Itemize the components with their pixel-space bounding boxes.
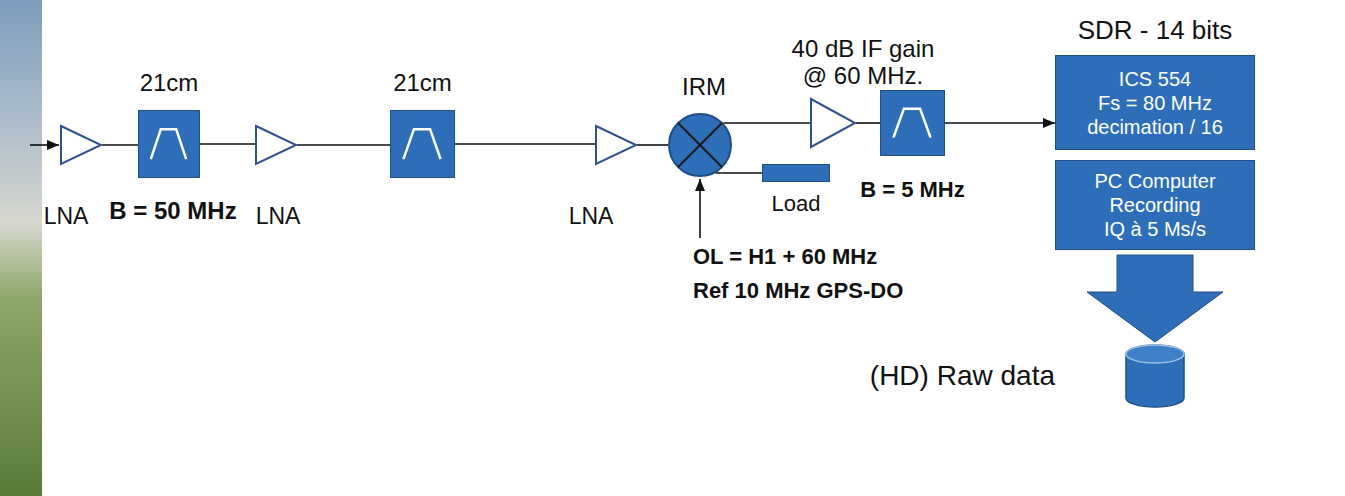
bandpass-filter: 21cmB = 50 MHz (138, 110, 200, 178)
local-oscillator-arrow (699, 179, 701, 238)
box-text: PC Computer (1094, 169, 1215, 193)
amplifier-triangle: LNA (60, 125, 102, 165)
disk-top (1126, 345, 1184, 363)
amplifier-triangle: LNA (255, 125, 297, 165)
amplifier-outline (596, 126, 636, 164)
signal-line (297, 144, 390, 146)
filter-outline (139, 111, 201, 179)
mixer-label: IRM (682, 73, 726, 101)
box-content: PC ComputerRecordingIQ à 5 Ms/s (1056, 161, 1254, 249)
cyl-outline (1125, 345, 1185, 407)
oscillator-note: OL = H1 + 60 MHz (693, 244, 877, 269)
amplifier-outline (61, 126, 101, 164)
filter-band: 21cm (393, 69, 452, 97)
amplifier-label: LNA (44, 203, 89, 229)
bandpass-filter: B = 5 MHz (880, 90, 945, 156)
storage-label: (HD) Raw data (870, 360, 1055, 392)
block-arrow (1087, 255, 1223, 342)
load-label: Load (772, 191, 821, 216)
if-amplifier-triangle: 40 dB IF gain @ 60 MHz. (810, 98, 856, 148)
oscillator-note: Ref 10 MHz GPS-DO (693, 278, 903, 303)
mixer-outline (669, 114, 731, 176)
signal-line (102, 144, 138, 146)
box-content: ICS 554Fs = 80 MHzdecimation / 16 (1056, 56, 1254, 149)
signal-line (856, 122, 880, 124)
bandwidth-label: B = 50 MHz (109, 197, 236, 225)
gain-label: 40 dB IF gain @ 60 MHz. (784, 35, 942, 90)
box-text: Recording (1109, 193, 1200, 217)
amplifier-label: LNA (256, 203, 301, 229)
circle-outline (668, 113, 732, 177)
filter-band: 21cm (140, 69, 199, 97)
signal-line (945, 122, 1055, 124)
signal-line (723, 122, 810, 124)
filter-outline (391, 111, 456, 179)
amplifier-outline (811, 99, 855, 147)
tri-outline (595, 125, 637, 165)
box-text: decimation / 16 (1087, 115, 1223, 139)
pc-box: PC ComputerRecordingIQ à 5 Ms/s (1055, 160, 1255, 250)
amplifier-label: LNA (569, 203, 614, 229)
bandpass-symbol (893, 109, 930, 138)
bandpass-symbol (151, 129, 186, 159)
box-text: ICS 554 (1119, 67, 1191, 91)
signal-line (455, 143, 595, 145)
amplifier-triangle: LNA (595, 125, 637, 165)
box-heading: SDR - 14 bits (1078, 16, 1233, 46)
sdr-box: ICS 554Fs = 80 MHzdecimation / 16SDR - 1… (1055, 55, 1255, 150)
box-text: Fs = 80 MHz (1098, 91, 1212, 115)
signal-line (715, 172, 762, 174)
mixer-cross (678, 123, 722, 167)
amplifier-outline (256, 126, 296, 164)
tri-outline (810, 98, 856, 148)
photo-strip (0, 0, 42, 496)
filter-outline (881, 91, 946, 157)
bandpass-filter: 21cm (390, 110, 455, 178)
mixer-cross (678, 123, 722, 167)
input-arrow (30, 144, 59, 146)
tri-outline (60, 125, 102, 165)
bandpass-symbol (403, 129, 440, 159)
mixer-circle: IRM (668, 113, 732, 177)
tri-outline (255, 125, 297, 165)
bandwidth-label: B = 5 MHz (860, 177, 965, 202)
signal-line (200, 143, 255, 145)
load-box: Load (762, 164, 830, 182)
disk-cylinder: (HD) Raw data (1125, 345, 1185, 407)
disk-body (1126, 345, 1184, 407)
box-text: IQ à 5 Ms/s (1104, 217, 1206, 241)
signal-line (637, 144, 668, 146)
